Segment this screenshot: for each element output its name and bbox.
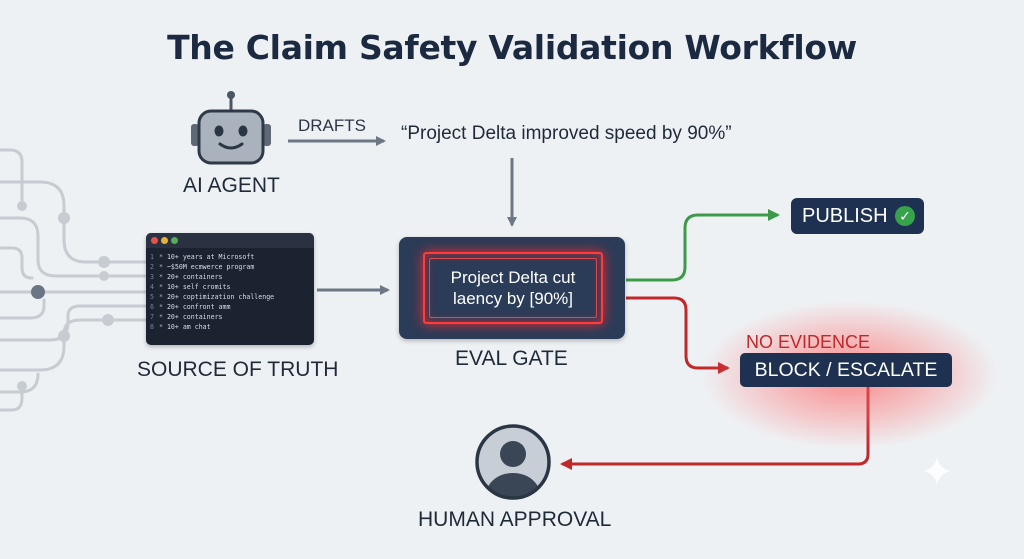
eval-gate-label: EVAL GATE <box>455 347 568 370</box>
maximize-dot-icon <box>171 237 178 244</box>
terminal-line: 2* ~$50M ecmwerce program <box>150 263 255 271</box>
page-title: The Claim Safety Validation Workflow <box>167 28 857 67</box>
terminal-line: 8* 10+ am chat <box>150 323 211 331</box>
minimize-dot-icon <box>161 237 168 244</box>
line-text: 20+ confront amm <box>166 303 231 311</box>
line-text: 20+ containers <box>166 273 223 281</box>
block-arrow <box>626 296 730 374</box>
ai-agent-label: AI AGENT <box>183 174 280 197</box>
eval-gate-box: Project Delta cut laency by [90%] <box>399 237 625 339</box>
flagged-claim: Project Delta cut laency by [90%] <box>423 252 603 324</box>
terminal-line: 6* 20+ confront amm <box>150 303 231 311</box>
network-lines <box>0 148 148 412</box>
line-number: 1 <box>150 253 154 261</box>
line-text: 10+ am chat <box>166 323 211 331</box>
publish-label: PUBLISH <box>802 204 888 227</box>
flagged-claim-line-2: laency by [90%] <box>452 289 573 308</box>
line-text: 10+ years at Microsoft <box>166 253 255 261</box>
drafts-label: DRAFTS <box>298 116 366 135</box>
close-dot-icon <box>151 237 158 244</box>
robot-icon <box>191 91 271 165</box>
block-escalate-badge: BLOCK / ESCALATE <box>740 353 952 387</box>
source-of-truth-label: SOURCE OF TRUTH <box>137 358 339 381</box>
publish-badge: PUBLISH ✓ <box>791 198 924 234</box>
no-evidence-note: NO EVIDENCE <box>746 332 871 352</box>
line-number: 6 <box>150 303 154 311</box>
line-number: 7 <box>150 313 154 321</box>
line-number: 4 <box>150 283 154 291</box>
line-number: 8 <box>150 323 154 331</box>
line-text: 20+ coptimization challenge <box>166 293 275 301</box>
user-avatar-icon <box>475 424 551 500</box>
line-text: ~$50M ecmwerce program <box>166 263 255 271</box>
sparkle-icon <box>923 457 951 485</box>
terminal-line: 1* 10+ years at Microsoft <box>150 253 255 261</box>
draft-claim-text: “Project Delta improved speed by 90%” <box>401 123 732 144</box>
network-nodes <box>17 201 114 391</box>
terminal-lines: 1* 10+ years at Microsoft 2* ~$50M ecmwer… <box>146 248 314 332</box>
terminal-line: 3* 20+ containers <box>150 273 223 281</box>
escalate-arrow <box>560 387 870 470</box>
line-number: 3 <box>150 273 154 281</box>
human-approval-label: HUMAN APPROVAL <box>418 508 612 531</box>
line-number: 5 <box>150 293 154 301</box>
flagged-claim-line-1: Project Delta cut <box>450 268 576 287</box>
terminal-line: 7* 20+ containers <box>150 313 223 321</box>
terminal-titlebar <box>146 233 314 248</box>
terminal-line: 4* 10+ self cromits <box>150 283 231 291</box>
check-circle-icon: ✓ <box>895 206 915 226</box>
publish-arrow <box>626 209 780 282</box>
terminal-line: 5* 20+ coptimization challenge <box>150 293 275 301</box>
line-number: 2 <box>150 263 154 271</box>
line-text: 10+ self cromits <box>166 283 231 291</box>
line-text: 20+ containers <box>166 313 223 321</box>
source-of-truth-terminal: 1* 10+ years at Microsoft 2* ~$50M ecmwer… <box>146 233 314 345</box>
